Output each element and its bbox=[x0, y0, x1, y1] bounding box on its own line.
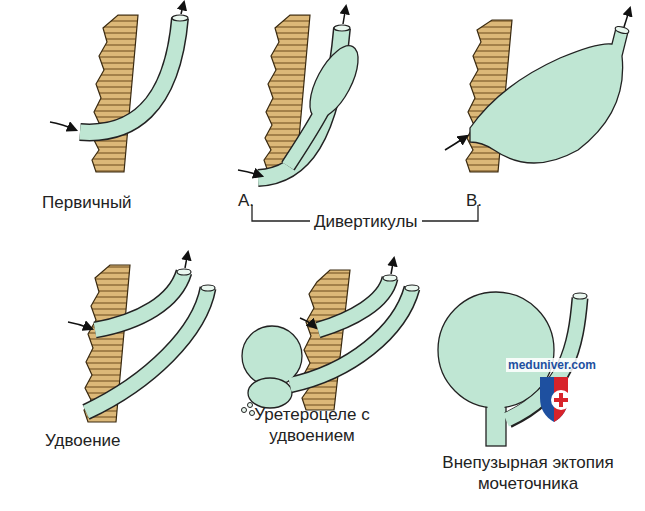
part-letter: В. bbox=[466, 190, 482, 211]
ureterocele-panel bbox=[242, 258, 420, 416]
duplication-panel bbox=[68, 252, 215, 422]
panel-caption: Удвоение bbox=[45, 430, 120, 451]
panel-caption: Внепузырная эктопия мочеточника bbox=[433, 452, 623, 494]
panel-caption: Первичный bbox=[42, 192, 132, 213]
diverticulum-a-panel bbox=[238, 6, 368, 178]
primary-panel bbox=[50, 2, 188, 172]
group-caption: Дивертикулы bbox=[310, 211, 422, 232]
watermark: meduniver.com bbox=[506, 358, 598, 372]
watermark-logo bbox=[540, 377, 571, 422]
diverticulum-b-panel bbox=[445, 8, 630, 172]
part-letter: А. bbox=[238, 190, 254, 211]
panel-caption: Уретероцеле с удвоением bbox=[247, 404, 377, 446]
